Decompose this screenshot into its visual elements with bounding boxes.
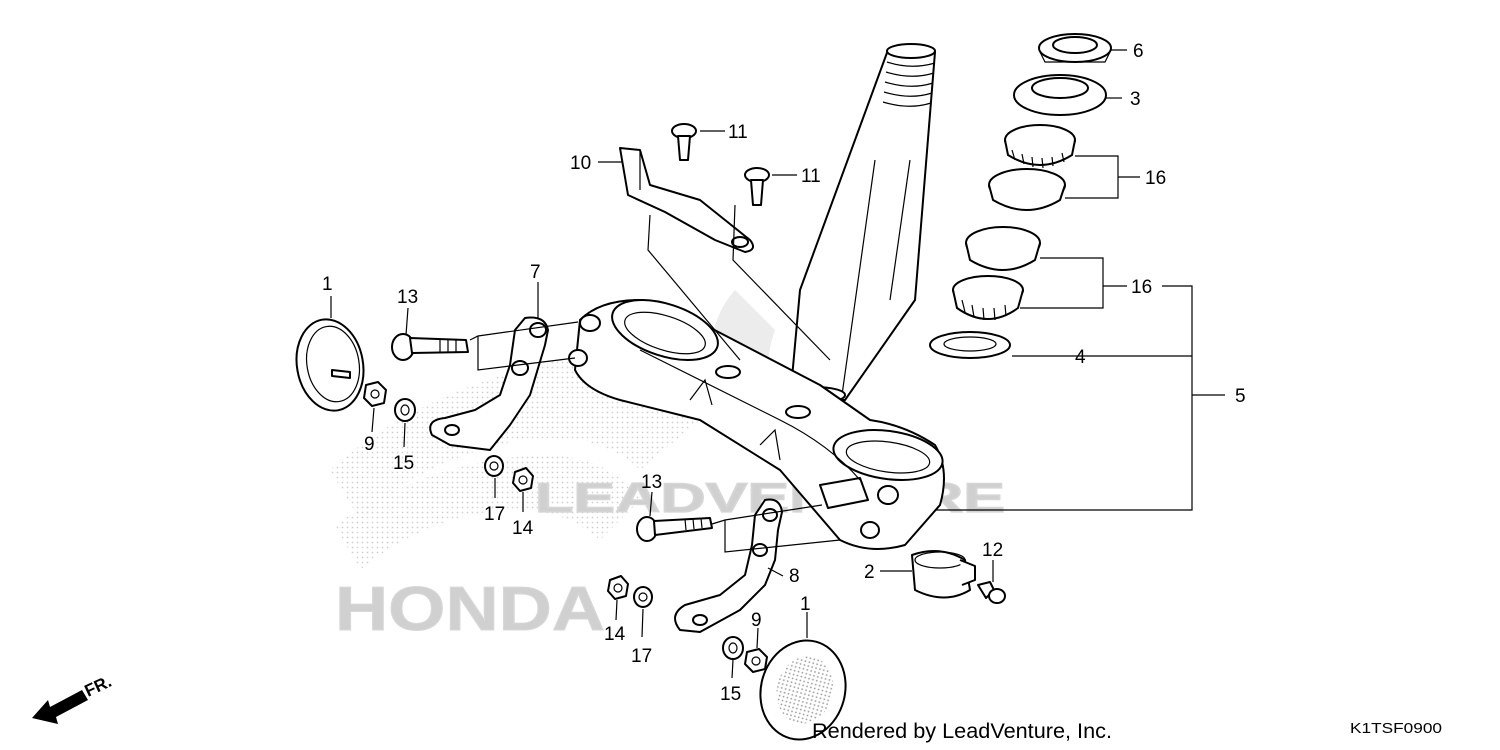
callout-2: 2	[864, 562, 875, 583]
part-11-screw-upper	[671, 123, 697, 161]
callout-7: 7	[530, 262, 541, 283]
callout-14-right: 14	[604, 624, 626, 645]
part-14-nut-left	[512, 467, 534, 492]
callout-14-left: 14	[512, 518, 534, 539]
part-2-clamp	[911, 550, 976, 599]
callout-1-left: 1	[322, 274, 333, 295]
callout-6: 6	[1133, 41, 1144, 62]
part-6-stem-nut	[1038, 33, 1112, 63]
part-16-upper-bearing	[988, 124, 1076, 211]
callout-13-right: 13	[641, 472, 662, 493]
callout-10: 10	[570, 153, 591, 174]
part-15-washer-right	[722, 636, 744, 660]
callout-labels: 1 1 2 3 4 5 6 7 8 9 9 10 11 11 12 13 13 …	[322, 41, 1246, 705]
part-1-cap-left	[295, 318, 365, 412]
callout-8: 8	[789, 566, 800, 587]
front-arrow-icon	[32, 690, 88, 724]
callout-9-right: 9	[751, 610, 762, 631]
part-11-screw-lower	[744, 167, 770, 206]
part-1-cap-right	[759, 639, 847, 741]
callout-15-right: 15	[720, 684, 741, 705]
callout-17-left: 17	[484, 504, 505, 525]
callout-5: 5	[1235, 386, 1246, 407]
diagram-code: K1TSF0900	[1350, 720, 1442, 737]
part-12-bolt	[977, 581, 1006, 604]
callout-16-upper: 16	[1145, 168, 1166, 189]
part-4-dust-seal-lower	[929, 331, 1011, 359]
part-15-washer-left	[394, 398, 416, 422]
part-9-nut-left	[363, 381, 387, 407]
steering-stem-shaft	[784, 43, 936, 404]
part-16-lower-bearing	[952, 226, 1041, 321]
part-17-washer-left	[484, 455, 504, 477]
part-8-bracket	[674, 498, 783, 633]
brand-watermark-text: HONDA	[335, 575, 605, 644]
front-direction-label: FR.	[82, 672, 115, 701]
front-direction-indicator: FR.	[32, 672, 115, 724]
callout-4: 4	[1075, 347, 1086, 368]
callout-12: 12	[982, 540, 1003, 561]
callout-9-left: 9	[364, 434, 375, 455]
part-13-bolt-left	[391, 333, 469, 361]
part-14-nut-right	[607, 575, 629, 600]
callout-11-lower: 11	[801, 166, 821, 187]
part-13-bolt-right	[636, 516, 713, 542]
part-17-washer-right	[633, 586, 653, 608]
lower-fork-bridge	[568, 298, 945, 550]
callout-15-left: 15	[393, 453, 414, 474]
render-credit: Rendered by LeadVenture, Inc.	[812, 720, 1112, 743]
honda-watermark: HONDA	[330, 358, 700, 645]
callout-3: 3	[1130, 89, 1141, 110]
callout-16-lower: 16	[1131, 277, 1152, 298]
callout-17-right: 17	[631, 646, 652, 667]
callout-1-right: 1	[800, 594, 811, 615]
leader-lines	[330, 49, 1225, 679]
part-9-nut-right	[744, 648, 768, 673]
callout-13-left: 13	[397, 287, 418, 308]
part-3-dust-seal	[1013, 74, 1107, 116]
callout-11-upper: 11	[728, 122, 748, 143]
part-10-bracket	[619, 147, 755, 253]
